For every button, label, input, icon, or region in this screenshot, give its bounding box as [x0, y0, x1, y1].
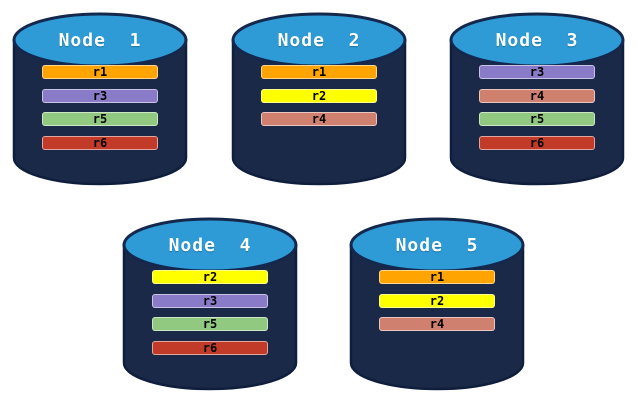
replica-bar-r1: r1	[42, 65, 158, 79]
replica-bar-r4: r4	[479, 89, 595, 103]
replica-label: r6	[92, 136, 108, 150]
replica-label: r6	[202, 341, 218, 355]
replica-label: r3	[202, 294, 218, 308]
node-cylinder-4: Node 4 r2 r3 r5 r6	[122, 213, 298, 393]
node-title: Node 4	[168, 234, 252, 256]
replica-label: r1	[92, 65, 108, 79]
node-title: Node 5	[395, 234, 479, 256]
replica-bar-r2: r2	[261, 89, 377, 103]
replica-label: r6	[529, 136, 545, 150]
replica-label: r5	[202, 317, 218, 331]
replica-bar-r2: r2	[152, 270, 268, 284]
node-title: Node 2	[277, 29, 361, 51]
replica-label: r1	[311, 65, 327, 79]
node-cylinder-3: Node 3 r3 r4 r5 r6	[449, 8, 625, 188]
replica-label: r2	[311, 89, 327, 103]
replica-bar-r3: r3	[42, 89, 158, 103]
replica-bar-r5: r5	[152, 317, 268, 331]
replica-label: r4	[311, 112, 327, 126]
node-title: Node 1	[58, 29, 142, 51]
replica-bar-r3: r3	[479, 65, 595, 79]
replica-bar-r1: r1	[379, 270, 495, 284]
replica-bar-r6: r6	[152, 341, 268, 355]
replica-label: r1	[429, 270, 445, 284]
replica-bar-r6: r6	[42, 136, 158, 150]
replica-label: r2	[202, 270, 218, 284]
replica-label: r4	[429, 317, 445, 331]
node-cylinder-2: Node 2 r1 r2 r4	[231, 8, 407, 188]
replica-label: r5	[92, 112, 108, 126]
node-title: Node 3	[495, 29, 579, 51]
replica-bar-r3: r3	[152, 294, 268, 308]
replica-label: r5	[529, 112, 545, 126]
replica-bar-r5: r5	[42, 112, 158, 126]
replica-label: r3	[529, 65, 545, 79]
replica-bar-r1: r1	[261, 65, 377, 79]
replica-bar-r6: r6	[479, 136, 595, 150]
replica-bar-r5: r5	[479, 112, 595, 126]
replica-bar-r4: r4	[379, 317, 495, 331]
replica-bar-r4: r4	[261, 112, 377, 126]
replica-label: r4	[529, 89, 545, 103]
replica-bar-r2: r2	[379, 294, 495, 308]
node-cylinder-5: Node 5 r1 r2 r4	[349, 213, 525, 393]
replica-label: r3	[92, 89, 108, 103]
node-cylinder-1: Node 1 r1 r3 r5 r6	[12, 8, 188, 188]
replica-label: r2	[429, 294, 445, 308]
